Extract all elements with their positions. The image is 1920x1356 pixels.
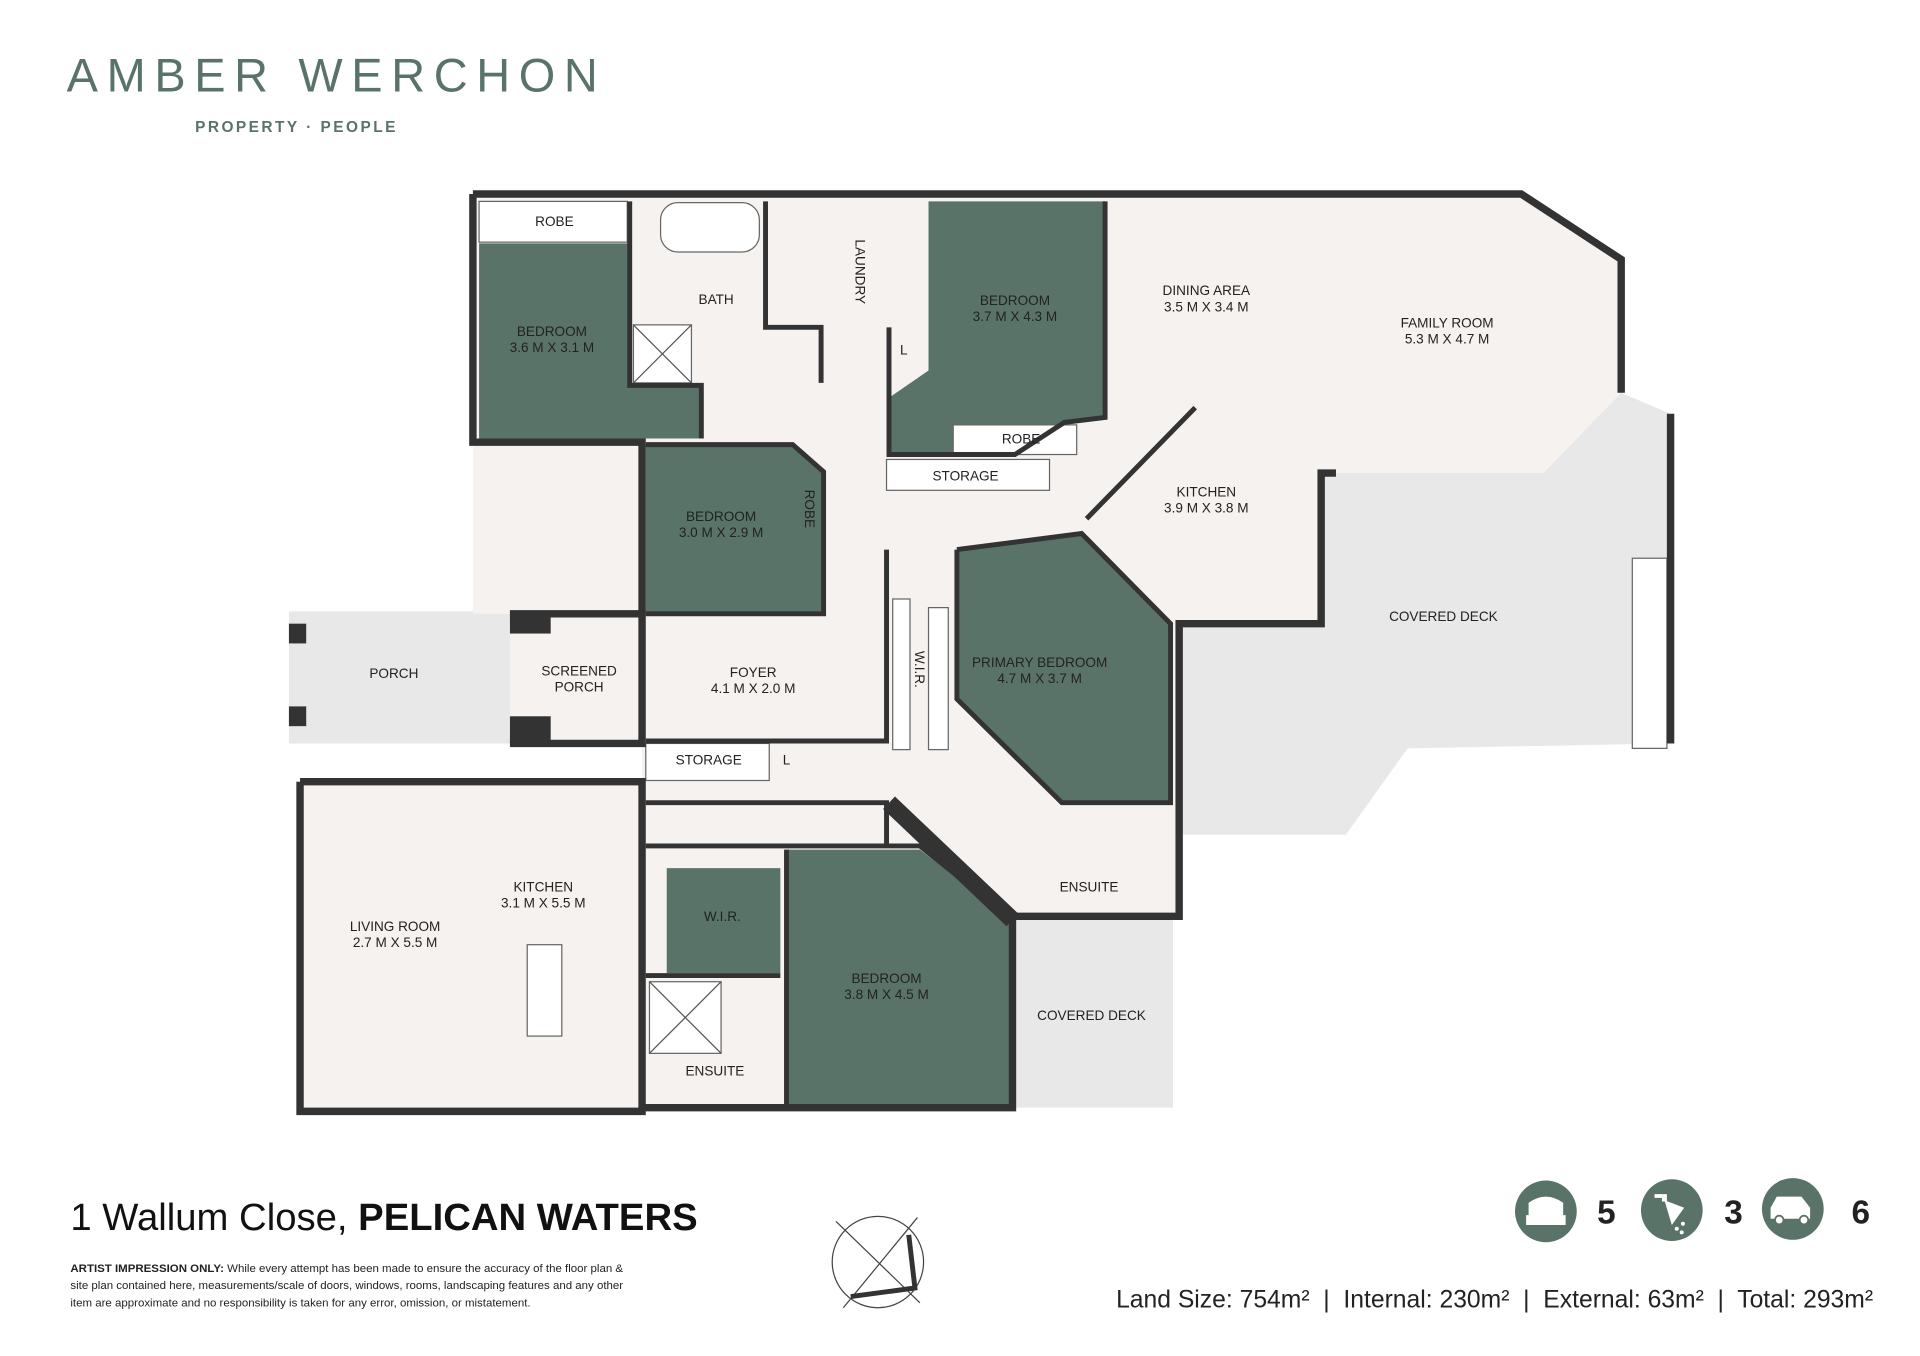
room-dims: 4.7 M X 3.7 M: [997, 671, 1082, 686]
room-label: PORCH: [555, 680, 604, 695]
room-dims: 2.7 M X 5.5 M: [353, 935, 438, 950]
room-dims: 3.6 M X 3.1 M: [510, 340, 595, 355]
kitchen-bench: [1631, 557, 1668, 749]
room-label: ROBE: [535, 214, 573, 229]
room-label: W.I.R.: [912, 651, 927, 688]
room-label: STORAGE: [932, 468, 998, 483]
room-label: ENSUITE: [685, 1064, 744, 1079]
brand-logo: AMBER WERCHON PROPERTY · PEOPLE: [67, 50, 607, 137]
stat-bedrooms: 5: [1515, 1180, 1616, 1243]
room-dims: 4.1 M X 2.0 M: [711, 681, 796, 696]
bedroom-3-fill: [645, 444, 824, 614]
svg-text:site plan contained here, meas: site plan contained here, measurements/s…: [70, 1280, 623, 1292]
room-label: ENSUITE: [1060, 880, 1119, 895]
room-label: KITCHEN: [513, 880, 573, 895]
room-dims: 3.8 M X 4.5 M: [844, 987, 929, 1002]
room-label: FOYER: [730, 665, 777, 680]
bedroom-5-fill: [786, 849, 1013, 1108]
room-label: PORCH: [369, 666, 418, 681]
covered-deck-south: [1012, 916, 1173, 1108]
suburb: PELICAN WATERS: [358, 1196, 697, 1239]
disclaimer: ARTIST IMPRESSION ONLY: While every atte…: [70, 1263, 623, 1310]
room-label: W.I.R.: [704, 909, 741, 924]
wir-shelf-2: [927, 607, 949, 751]
room-label: LIVING ROOM: [350, 919, 441, 934]
brand-name: AMBER WERCHON: [67, 50, 607, 102]
north-compass-icon: [831, 1215, 925, 1309]
room-dims: 3.5 M X 3.4 M: [1164, 299, 1249, 314]
room-dims: 3.7 M X 4.3 M: [973, 309, 1058, 324]
room-label: L: [783, 752, 791, 767]
bathtub: [659, 202, 760, 253]
room-label: STORAGE: [676, 752, 742, 767]
room-label: FAMILY ROOM: [1401, 315, 1494, 330]
brand-tagline: PROPERTY · PEOPLE: [195, 119, 398, 136]
bedroom-2-fill: [889, 201, 1106, 455]
room-label: PRIMARY BEDROOM: [972, 655, 1107, 670]
street: 1 Wallum Close,: [70, 1196, 347, 1239]
room-label: BEDROOM: [851, 971, 921, 986]
room-label: COVERED DECK: [1389, 609, 1498, 624]
living-floor: [300, 781, 643, 1112]
storage-cabinet: [885, 458, 1051, 491]
bedroom-count: 5: [1597, 1195, 1616, 1232]
svg-text:ARTIST IMPRESSION ONLY: While: ARTIST IMPRESSION ONLY: While every atte…: [70, 1263, 623, 1275]
stat-parking: 6: [1761, 1178, 1870, 1240]
floor-plan: ROBE BATH LAUNDRY BEDROOM 3.6 M X 3.1 M …: [288, 190, 1675, 1116]
room-label: LAUNDRY: [853, 239, 868, 304]
room-label: BEDROOM: [686, 509, 756, 524]
area-summary: Land Size: 754m² | Internal: 230m² | Ext…: [1116, 1287, 1873, 1314]
exterior-wall: [472, 190, 1625, 393]
room-label: BATH: [699, 292, 734, 307]
robe-cabinet: [478, 200, 628, 243]
wir-shelf: [892, 598, 911, 751]
storage-cabinet-2: [645, 742, 770, 782]
room-label: L: [900, 343, 908, 358]
room-label: ROBE: [802, 490, 817, 528]
room-label: BEDROOM: [517, 324, 587, 339]
primary-bedroom-fill: [956, 533, 1171, 803]
room-dims: 3.1 M X 5.5 M: [501, 896, 586, 911]
stat-bathrooms: 3: [1640, 1179, 1743, 1242]
room-label: SCREENED: [541, 664, 617, 679]
room-dims: 3.0 M X 2.9 M: [679, 525, 764, 540]
kitchen-island: [526, 944, 563, 1037]
parking-count: 6: [1851, 1195, 1870, 1232]
porch-area: [288, 611, 510, 744]
room-label: DINING AREA: [1163, 283, 1251, 298]
room-label: COVERED DECK: [1037, 1008, 1146, 1023]
room-dims: 5.3 M X 4.7 M: [1405, 331, 1490, 346]
room-label: ROBE: [1002, 431, 1040, 446]
wir-fill: [666, 868, 781, 974]
bedroom-1-fill: [479, 243, 702, 439]
svg-text:item are approximate and no re: item are approximate and no responsibili…: [70, 1297, 530, 1309]
room-label: BEDROOM: [980, 293, 1050, 308]
room-dims: 3.9 M X 3.8 M: [1164, 501, 1249, 516]
bathroom-count: 3: [1724, 1195, 1743, 1232]
property-address: 1 Wallum Close, PELICAN WATERS: [70, 1196, 697, 1239]
covered-deck-east: [1179, 392, 1671, 835]
room-label: KITCHEN: [1177, 484, 1237, 499]
